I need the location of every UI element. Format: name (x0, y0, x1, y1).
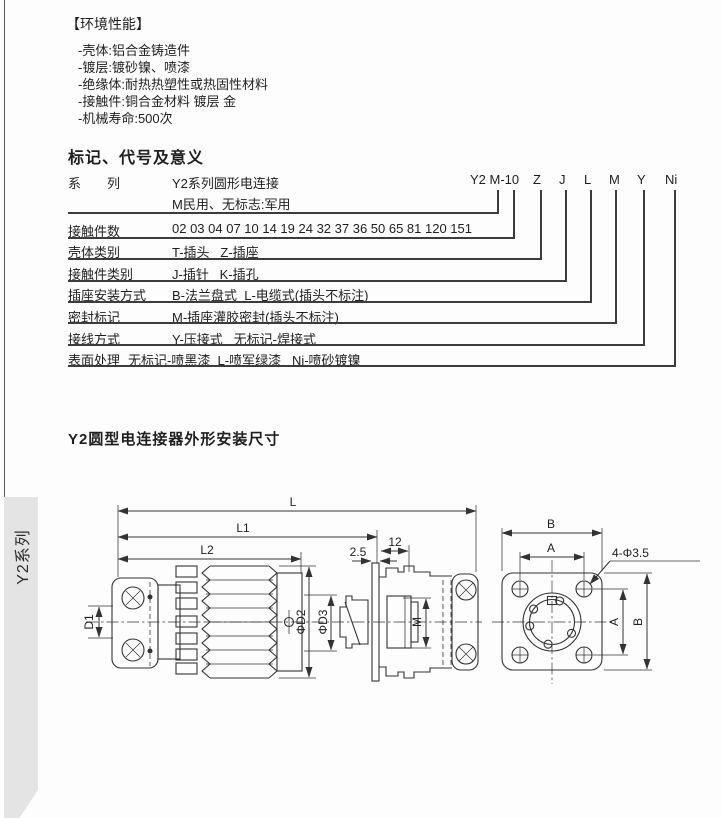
env-item-contacts: -接触件:铜合金材料 镀层 金 (78, 94, 237, 109)
rule-contact-type (68, 280, 565, 282)
dim-label-12: 12 (388, 535, 402, 549)
dim-label-D1: D1 (82, 614, 96, 630)
row-value-finish: 无标记-喷黑漆 L-喷军绿漆 Ni-喷砂镀镍 (128, 353, 361, 368)
flange-front-view (501, 572, 603, 671)
socket-body-top (379, 565, 452, 578)
row-value-contact-count: 02 03 04 07 10 14 19 24 32 37 36 50 65 8… (172, 221, 472, 236)
dim-label-A-right: A (607, 618, 621, 626)
insert-outer-circle (522, 592, 582, 652)
rule-finish (68, 365, 674, 367)
row-value-mounting: B-法兰盘式 L-电缆式(插头不标注) (172, 288, 369, 303)
marking-section-title: 标记、代号及意义 (68, 150, 205, 167)
dim-label-D3: ΦD3 (316, 609, 330, 634)
row-value-series-1: Y2系列圆形电连接 (172, 176, 279, 191)
env-item-shell: -壳体:铝合金铸造件 (78, 43, 190, 58)
dim-label-L2: L2 (200, 543, 214, 557)
plug-front-shell (276, 572, 303, 672)
row-label-contact-count: 接触件数 (68, 224, 121, 239)
leader-mounting (590, 190, 592, 303)
rule-mounting (68, 301, 590, 303)
plug-rear-block (157, 584, 181, 660)
rule-shell-type (68, 258, 540, 260)
env-section-title: 【环境性能】 (66, 16, 150, 32)
dim-label-L1: L1 (236, 521, 250, 535)
knurled-coupling (201, 565, 278, 679)
socket-body-bottom (379, 666, 452, 679)
dim-label-B-right: B (631, 618, 645, 626)
dim-label-holes: 4-Φ3.5 (612, 546, 649, 560)
row-value-seal-mark: M-插座灌胶密封(插头不标注) (172, 310, 339, 325)
row-label-finish: 表面处理 (68, 353, 121, 368)
leader-finish (674, 190, 676, 367)
jackscrew-bottom (121, 638, 145, 662)
sleeve-slot (344, 601, 361, 646)
leader-shell-type (540, 190, 542, 260)
row-label-termination: 接线方式 (68, 332, 121, 347)
series-side-tab: Y2系列 (4, 497, 38, 818)
jackscrew-top (121, 586, 145, 610)
row-value-contact-type: J-插针 K-插孔 (172, 267, 259, 282)
front-view-dimensions: B A 4-Φ3.5 A B (501, 517, 700, 671)
dim-label-L: L (290, 495, 297, 509)
socket-flange-edge (451, 573, 479, 671)
dim-label-M: M (410, 617, 424, 627)
part-code-letter-j: J (559, 172, 566, 187)
socket-side-view (339, 562, 479, 682)
part-code-letter-y: Y (637, 172, 646, 187)
socket-hole-top (455, 579, 477, 601)
mounting-flange-plate (371, 562, 380, 682)
drawing-section-title: Y2圆型电连接器外形安装尺寸 (68, 431, 281, 448)
square-flange (501, 572, 603, 671)
part-code-letter-ni: Ni (665, 172, 678, 187)
row-label-contact-type: 接触件类别 (68, 267, 134, 282)
dim-label-B-top: B (547, 517, 555, 531)
row-value-series-2: M民用、无标志:军用 (172, 197, 291, 212)
terminal-lugs (175, 565, 198, 675)
plug-side-view (111, 565, 303, 679)
row-value-termination: Y-压接式 无标记-焊接式 (172, 332, 316, 347)
rule-series (68, 212, 497, 214)
row-label-shell-type: 壳体类别 (68, 245, 121, 260)
leader-contact-type (565, 190, 567, 282)
leader-contact-count (513, 190, 515, 239)
part-code-letter-z: Z (533, 172, 541, 187)
dim-label-D2: ΦD2 (294, 609, 308, 634)
part-code-letter-l: L (584, 172, 592, 187)
socket-hole-bottom (455, 643, 477, 665)
leader-series (497, 190, 499, 214)
rule-termination (68, 344, 643, 346)
dim-label-flange-thickness: 2.5 (350, 545, 367, 559)
row-label-series: 系 列 (68, 176, 121, 191)
part-code-letter-m: M (609, 172, 620, 187)
plug-flange (111, 577, 159, 669)
row-label-mounting: 插座安装方式 (68, 288, 147, 303)
row-label-seal-mark: 密封标记 (68, 310, 121, 325)
side-view-dimensions: L L1 L2 D1 ΦD2 ΦD3 2.5 12 (82, 495, 477, 679)
part-code-prefix: Y2 M-10 (470, 172, 520, 187)
rule-contact-count (68, 237, 513, 239)
rule-seal-mark (68, 322, 615, 324)
key-notch (546, 595, 558, 606)
leader-termination (643, 190, 645, 346)
row-value-shell-type: T-插头 Z-插座 (172, 245, 259, 260)
dim-label-A-top: A (547, 541, 555, 555)
leader-seal-mark (615, 190, 617, 324)
env-item-plating: -镀层:镀砂镍、喷漆 (78, 60, 190, 75)
env-item-insulator: -绝缘体:耐热热塑性或热固性材料 (78, 77, 268, 92)
env-item-life: -机械寿命:500次 (78, 111, 173, 126)
page-edge-line (4, 0, 5, 497)
mating-sleeve (339, 595, 369, 649)
